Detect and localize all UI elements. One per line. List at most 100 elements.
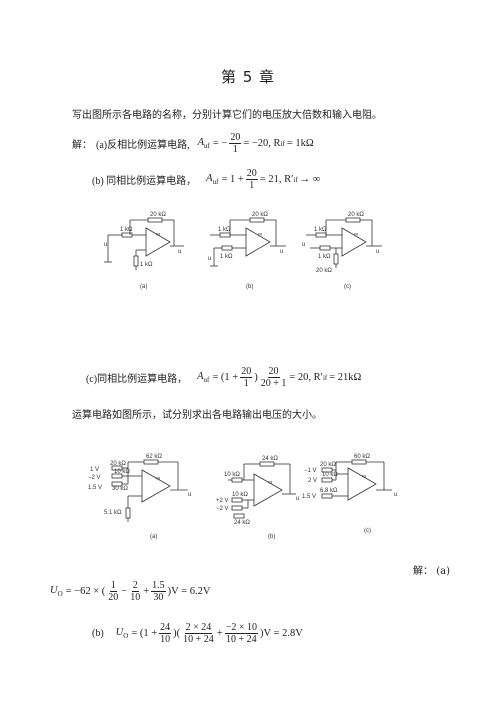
voltage-label: 1.5 V <box>302 494 316 500</box>
voltage-symbol: U <box>50 584 58 596</box>
numerator: 24 <box>159 622 172 634</box>
denominator: 10 <box>160 634 171 645</box>
eq-part: = −20, R <box>243 138 281 149</box>
voltage-label: 1 V <box>90 467 99 473</box>
answer-c-label: (c)同相比例运算电路， <box>86 374 188 385</box>
input-label: u <box>302 242 305 248</box>
denominator: 10 <box>130 592 141 603</box>
caption-c: (c) <box>344 284 351 290</box>
numerator: 20 <box>229 132 242 144</box>
voltage-label: +2 V <box>216 498 229 504</box>
gain-subscript: uf <box>203 376 210 385</box>
infinity-symbol: ∞ <box>156 232 160 238</box>
eq-part: + <box>216 628 223 639</box>
caption-a: (a) <box>140 284 147 290</box>
eq-part: = 21, R′ <box>259 174 294 185</box>
voltage-label: 2 V <box>308 478 317 484</box>
question-2-prompt: 运算电路如图所示，试分别求出各电路输出电压的大小。 <box>72 410 322 421</box>
resistor-label: 10 kΩ <box>114 469 130 475</box>
output-label: u <box>280 249 283 255</box>
eq-part: )V = 6.2V <box>167 586 211 597</box>
eq-part: = 21kΩ <box>329 372 362 383</box>
voltage-label: −1 V <box>304 468 317 474</box>
numerator: −2 × 10 <box>224 622 259 634</box>
chapter-title: 第 5 章 <box>220 68 276 86</box>
denominator: 1 <box>249 180 255 191</box>
resistor-label: 1 kΩ <box>120 227 133 233</box>
gain-symbol: A <box>206 172 213 184</box>
resistance-subscript: if <box>322 373 328 382</box>
resistance-subscript: if <box>280 139 285 148</box>
infinity-symbol: ∞ <box>156 476 160 482</box>
resistor-label: 10 kΩ <box>232 492 248 498</box>
input-label: u <box>208 256 211 262</box>
circuit-c <box>306 217 382 268</box>
denominator: 20 <box>108 592 119 603</box>
infinity-symbol: ∞ <box>258 232 262 238</box>
output-label: u <box>394 492 397 498</box>
resistance-subscript: if <box>293 175 298 184</box>
eq-part: = − <box>212 138 228 149</box>
numerator: 20 <box>267 366 280 378</box>
input-label: u <box>104 242 107 248</box>
output-label: u <box>376 249 379 255</box>
figure-2-circuits: 62 kΩ 20 kΩ 10 kΩ 30 kΩ 5.1 kΩ 1 V −2 V … <box>88 454 397 540</box>
denominator: 20 + 1 <box>260 378 287 389</box>
resistor-label: 20 kΩ <box>348 212 364 218</box>
denominator: 10 + 24 <box>226 634 257 645</box>
circuit-c <box>321 459 392 501</box>
numerator: 1.5 <box>151 580 166 592</box>
resistor-label: 6.8 kΩ <box>320 488 338 494</box>
resistor-label: 20 kΩ <box>150 212 166 218</box>
circuit-a <box>111 459 188 522</box>
resistor-label: 1 kΩ <box>318 254 331 260</box>
voltage-symbol: U <box>115 626 124 638</box>
resistor-label: 5.1 kΩ <box>104 510 122 516</box>
denominator: 30 <box>153 592 164 603</box>
caption-a: (a) <box>150 534 157 540</box>
voltage-subscript: O <box>123 632 129 641</box>
eq-part: ) <box>254 372 258 383</box>
caption-c: (c) <box>364 528 371 534</box>
question-1-prompt: 写出图所示各电路的名称，分别计算它们的电压放大倍数和输入电阻。 <box>72 110 382 121</box>
eq-part: = 1kΩ <box>286 138 314 149</box>
gain-subscript: uf <box>212 178 219 187</box>
eq-part: + <box>143 586 150 597</box>
eq-part: = −62 × ( <box>65 586 106 597</box>
circuit-b <box>210 217 286 267</box>
gain-symbol: A <box>197 370 204 382</box>
voltage-label: 1.5 V <box>88 485 102 491</box>
resistor-label: 60 kΩ <box>354 454 370 460</box>
figure-1-circuits: 20 kΩ 1 kΩ 1 kΩ u u ∞ (a) 20 kΩ 1 kΩ 1 k… <box>104 212 382 290</box>
resistor-label: 1 kΩ <box>220 254 233 260</box>
circuit-a <box>104 217 184 270</box>
voltage-subscript: O <box>57 590 63 599</box>
denominator: 1 <box>232 144 238 155</box>
resistor-label: 20 kΩ <box>320 462 336 468</box>
infinity-symbol: ∞ <box>268 480 272 486</box>
circuit-b <box>228 461 296 519</box>
eq-part: = 20, R′ <box>289 372 323 383</box>
resistor-label: 30 kΩ <box>112 486 128 492</box>
resistor-label: 1 kΩ <box>218 227 231 233</box>
numerator: 1 <box>109 580 117 592</box>
eq-part: = (1 + <box>131 628 158 639</box>
resistor-label: 10 kΩ <box>322 472 338 478</box>
denominator: 1 <box>243 378 249 389</box>
infinity-symbol: ∞ <box>354 232 358 238</box>
answer-b-label: (b) 同相比例运算电路， <box>92 176 197 187</box>
gain-symbol: A <box>197 136 205 148</box>
eq-part: → ∞ <box>299 174 321 185</box>
eq-part: = 1 + <box>221 174 244 185</box>
